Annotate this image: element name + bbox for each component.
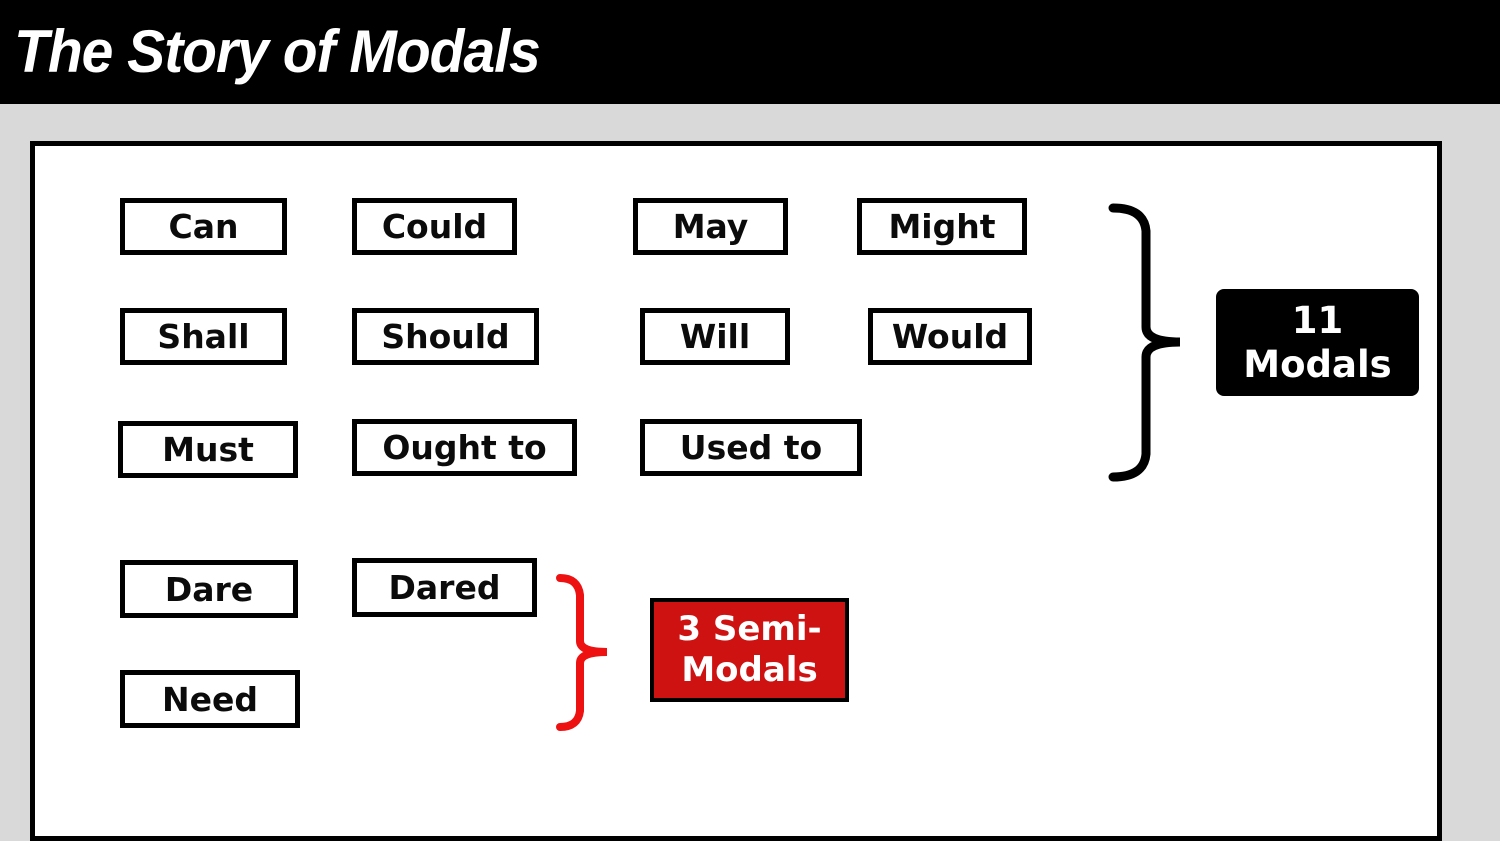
semi-modals-count-badge: 3 Semi- Modals xyxy=(650,598,849,702)
modal-box-could: Could xyxy=(352,198,517,255)
semi-modal-box-dare: Dare xyxy=(120,560,298,618)
semi-modal-box-dared: Dared xyxy=(352,558,537,617)
modals-count-badge: 11 Modals xyxy=(1216,289,1419,396)
page-title: The Story of Modals xyxy=(14,18,541,86)
modal-box-should: Should xyxy=(352,308,539,365)
semi-modals-count-badge-line1: 3 Semi- xyxy=(677,609,822,650)
modal-box-might: Might xyxy=(857,198,1027,255)
modals-count-badge-line1: 11 xyxy=(1291,298,1344,342)
modal-box-would: Would xyxy=(868,308,1032,365)
modal-box-must: Must xyxy=(118,421,298,478)
semi-modal-box-need: Need xyxy=(120,670,300,728)
modals-count-badge-line2: Modals xyxy=(1243,342,1392,386)
modal-box-ought-to: Ought to xyxy=(352,419,577,476)
modal-box-can: Can xyxy=(120,198,287,255)
modal-box-shall: Shall xyxy=(120,308,287,365)
title-bar: The Story of Modals xyxy=(0,0,1500,104)
modal-box-may: May xyxy=(633,198,788,255)
semi-modals-count-badge-line2: Modals xyxy=(681,650,818,690)
modal-box-used-to: Used to xyxy=(640,419,862,476)
modal-box-will: Will xyxy=(640,308,790,365)
